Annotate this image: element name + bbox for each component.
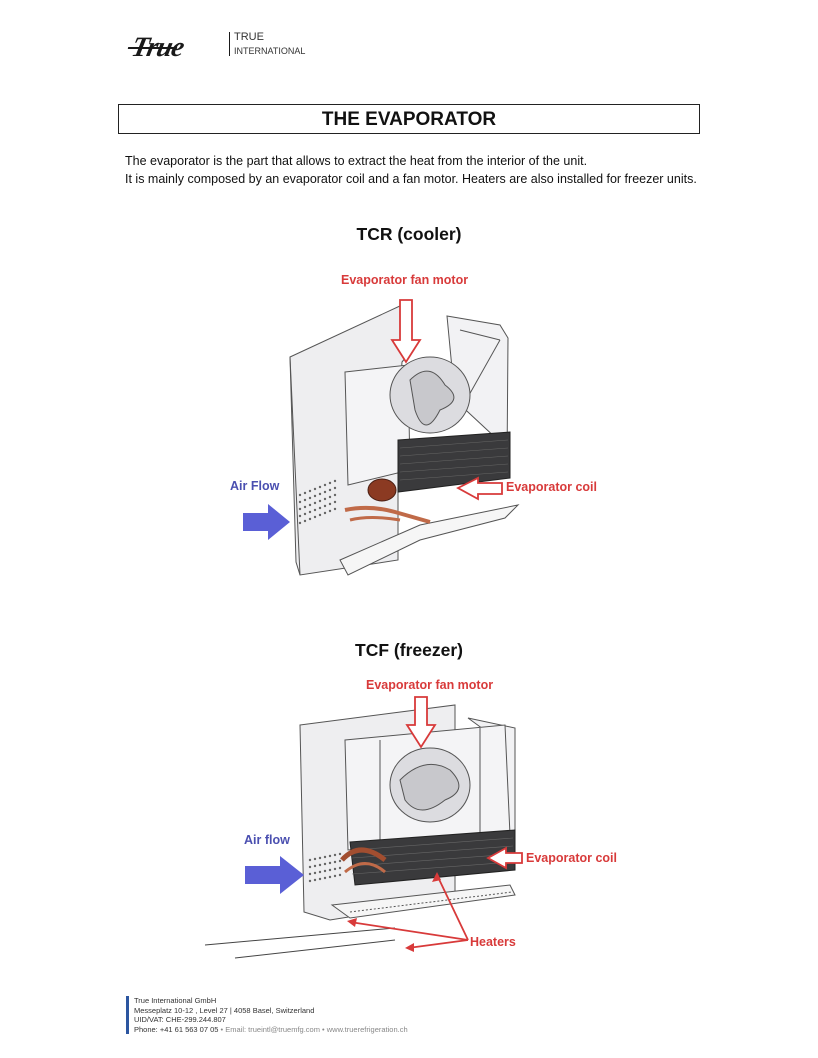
heater-pointer-lines bbox=[349, 874, 469, 949]
freezer-airflow-arrow-icon bbox=[245, 856, 304, 894]
footer-address: Messeplatz 10-12 , Level 27 | 4058 Basel… bbox=[134, 1005, 315, 1015]
intro-line-2: It is mainly composed by an evaporator c… bbox=[125, 171, 697, 186]
heading-freezer: TCF (freezer) bbox=[355, 640, 463, 660]
freezer-fan-motor-arrow-icon bbox=[405, 696, 437, 749]
label-cooler-air-flow: Air Flow bbox=[230, 479, 280, 493]
airflow-arrow-icon bbox=[243, 504, 290, 540]
label-cooler-evaporator-coil: Evaporator coil bbox=[506, 480, 597, 494]
footer-phone: Phone: +41 61 563 07 05 bbox=[134, 1024, 219, 1034]
footer-vat: UID/VAT: CHE-299.244.807 bbox=[134, 1015, 226, 1024]
page-title: THE EVAPORATOR bbox=[118, 104, 700, 134]
footer-email-web[interactable]: • Email: trueintl@truemfg.com • www.true… bbox=[218, 1024, 408, 1034]
intro-line-1: The evaporator is the part that allows t… bbox=[125, 154, 588, 168]
footer-contact-line: Phone: +41 61 563 07 05 • Email: trueint… bbox=[134, 1025, 408, 1035]
label-freezer-air-flow: Air flow bbox=[244, 833, 290, 847]
logo-text-true: TRUE bbox=[234, 31, 264, 43]
coil-arrow-icon bbox=[456, 476, 503, 501]
intro-text: The evaporator is the part that allows t… bbox=[125, 153, 710, 188]
freezer-coil-arrow-icon bbox=[486, 846, 523, 870]
label-cooler-fan-motor: Evaporator fan motor bbox=[341, 273, 469, 287]
footer-company: True International GmbH bbox=[134, 996, 217, 1005]
logo-text-international: INTERNATIONAL bbox=[234, 46, 306, 56]
label-freezer-fan-motor: Evaporator fan motor bbox=[366, 678, 494, 692]
heading-cooler: TCR (cooler) bbox=[356, 224, 462, 244]
label-freezer-evaporator-coil: Evaporator coil bbox=[526, 851, 617, 865]
label-freezer-heaters: Heaters bbox=[470, 935, 516, 949]
page-footer: True International GmbH Messeplatz 10-12… bbox=[126, 996, 408, 1034]
logo-divider bbox=[229, 32, 230, 56]
fan-motor-arrow-icon bbox=[390, 299, 422, 364]
